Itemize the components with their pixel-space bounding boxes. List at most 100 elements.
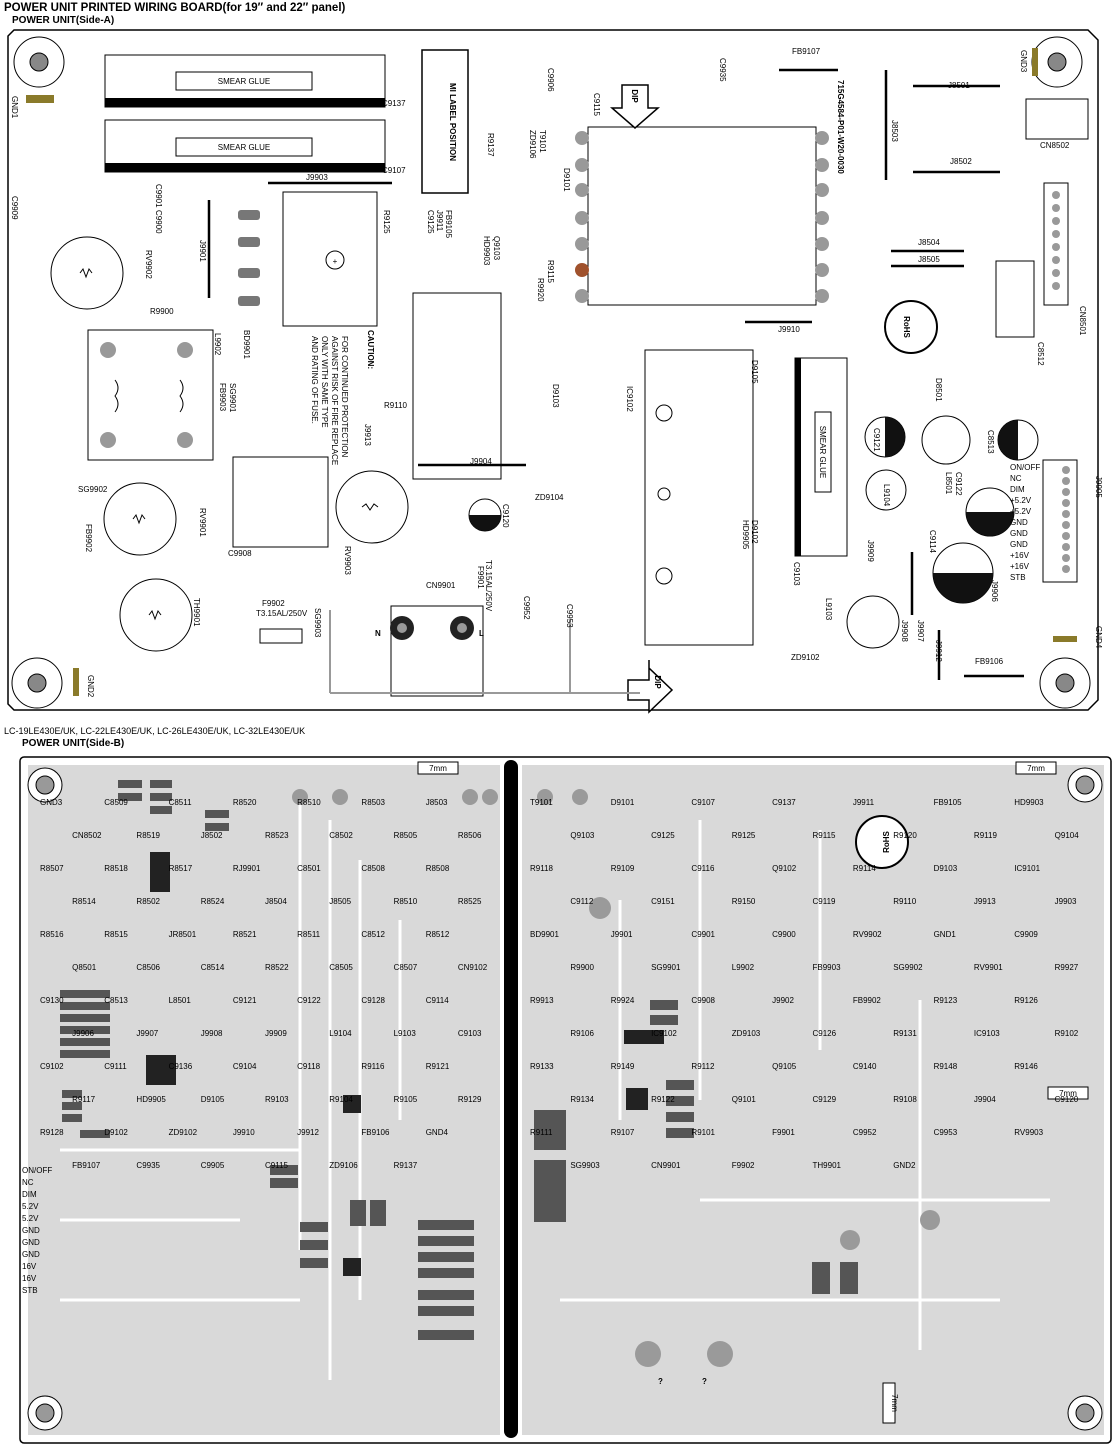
refdes-label: J9907 (136, 1029, 158, 1038)
svg-text:CN8502: CN8502 (1040, 141, 1070, 150)
refdes-label: C9118 (297, 1062, 321, 1071)
refdes-label: C9952 (853, 1128, 877, 1137)
traces (329, 610, 640, 694)
refdes-label: R9123 (934, 996, 958, 1005)
svg-text:C8513: C8513 (986, 430, 995, 454)
refdes-label: R9103 (265, 1095, 289, 1104)
svg-text:C9935: C9935 (718, 58, 727, 82)
refdes-label: R9148 (934, 1062, 958, 1071)
refdes-label: C9116 (691, 864, 715, 873)
refdes-label: R8521 (233, 930, 257, 939)
mount-hole-gnd1 (13, 36, 65, 103)
refdes-label: J9912 (297, 1128, 319, 1137)
svg-text:N: N (375, 629, 381, 638)
svg-text:R9900: R9900 (150, 307, 174, 316)
refdes-label: GND1 (934, 930, 957, 939)
refdes-label: R8503 (361, 798, 385, 807)
svg-text:J9901: J9901 (198, 240, 207, 262)
refdes-label: R8519 (136, 831, 160, 840)
refdes-label: R9109 (611, 864, 635, 873)
refdes-label: R8523 (265, 831, 289, 840)
svg-text:CN9901: CN9901 (426, 581, 456, 590)
refdes-label: RV9903 (1014, 1128, 1043, 1137)
mount-hole-gnd4 (1039, 636, 1091, 709)
svg-text:C9122: C9122 (954, 472, 963, 496)
refdes-label: C8514 (201, 963, 225, 972)
svg-text:J8502: J8502 (950, 157, 972, 166)
varistor-rv9901 (103, 482, 177, 556)
refdes-label: J9910 (233, 1128, 255, 1137)
inductor-l9103-b (846, 595, 900, 649)
svg-text:C9952: C9952 (522, 596, 531, 620)
fuse-f9902: T3.15AL/250V (256, 609, 308, 644)
svg-text:HD9905: HD9905 (741, 520, 750, 550)
refdes-label: F9902 (732, 1161, 755, 1170)
refdes-label: F9901 (772, 1128, 795, 1137)
svg-text:C9901: C9901 (154, 184, 163, 208)
refdes-label: C9136 (169, 1062, 193, 1071)
refdes-label: CN9901 (651, 1161, 681, 1170)
dip-arrow-bottom: DIP (627, 660, 674, 714)
refdes-label: R9133 (530, 1062, 554, 1071)
svg-text:J9907: J9907 (916, 620, 925, 642)
refdes-label: C8505 (329, 963, 353, 972)
refdes-label: R9125 (732, 831, 756, 840)
svg-text:C9115: C9115 (592, 93, 601, 117)
refdes-label: R9146 (1014, 1062, 1038, 1071)
refdes-label: BD9901 (530, 930, 559, 939)
svg-text:C9900: C9900 (154, 210, 163, 234)
svg-text:R9137: R9137 (486, 133, 495, 157)
svg-text:C9107: C9107 (382, 166, 406, 175)
dip-arrow-top: DIP (609, 84, 661, 129)
refdes-label: C8506 (136, 963, 160, 972)
svg-text:DIP: DIP (630, 89, 639, 103)
svg-text:C9953: C9953 (565, 604, 574, 628)
svg-text:+5.2V: +5.2V (1010, 507, 1032, 516)
inductor-l9103: SMEAR GLUE (794, 357, 848, 557)
refdes-label: C8512 (361, 930, 385, 939)
refdes-label: ZD9102 (169, 1128, 198, 1137)
svg-text:D8501: D8501 (934, 378, 943, 402)
svg-text:+16V: +16V (1010, 562, 1030, 571)
jumper-wires (207, 68, 1024, 680)
refdes-label: C8507 (394, 963, 418, 972)
refdes-label: R9134 (570, 1095, 594, 1104)
refdes-label: D9105 (201, 1095, 225, 1104)
refdes-label: R8510 (394, 897, 418, 906)
refdes-label: C9130 (40, 996, 64, 1005)
svg-text:L8501: L8501 (944, 472, 953, 495)
bulk-capacitor-c9137: SMEAR GLUE (104, 54, 386, 108)
refdes-label: R9128 (40, 1128, 64, 1137)
refdes-label: D9102 (104, 1128, 128, 1137)
svg-text:C9906: C9906 (546, 68, 555, 92)
refdes-label: J9906 (72, 1029, 94, 1038)
isolation-slot (504, 760, 518, 1438)
svg-text:FB9903: FB9903 (218, 383, 227, 412)
refdes-label: Q9102 (772, 864, 797, 873)
svg-text:16V: 16V (22, 1262, 37, 1271)
refdes-label: R8510 (297, 798, 321, 807)
refdes-label: L9103 (394, 1029, 417, 1038)
svg-text:+5.2V: +5.2V (1010, 496, 1032, 505)
svg-text:J9904: J9904 (470, 457, 492, 466)
svg-text:AND RATING OF FUSE.: AND RATING OF FUSE. (310, 336, 319, 424)
svg-text:STB: STB (22, 1286, 38, 1295)
svg-text:GND: GND (22, 1250, 40, 1259)
mount-hole-b-1 (27, 767, 63, 803)
refdes-label: C8502 (329, 831, 353, 840)
refdes-label: R8505 (394, 831, 418, 840)
svg-text:C9103: C9103 (792, 562, 801, 586)
svg-text:C9909: C9909 (10, 196, 19, 220)
svg-text:GND: GND (1010, 518, 1028, 527)
svg-text:J9909: J9909 (866, 540, 875, 562)
refdes-label: C9111 (104, 1062, 127, 1071)
refdes-label: R9900 (570, 963, 594, 972)
svg-text:7mm: 7mm (1027, 764, 1045, 773)
svg-text:L9104: L9104 (882, 484, 891, 507)
mount-hole-gnd3 (1031, 36, 1083, 88)
side-b-board: RoHS 7mm 7mm 7mm 7mm (19, 756, 1112, 1444)
refdes-label: FB9106 (361, 1128, 390, 1137)
svg-text:NC: NC (22, 1178, 34, 1187)
refdes-label: RJ9901 (233, 864, 261, 873)
svg-text:RoHS: RoHS (882, 830, 891, 852)
